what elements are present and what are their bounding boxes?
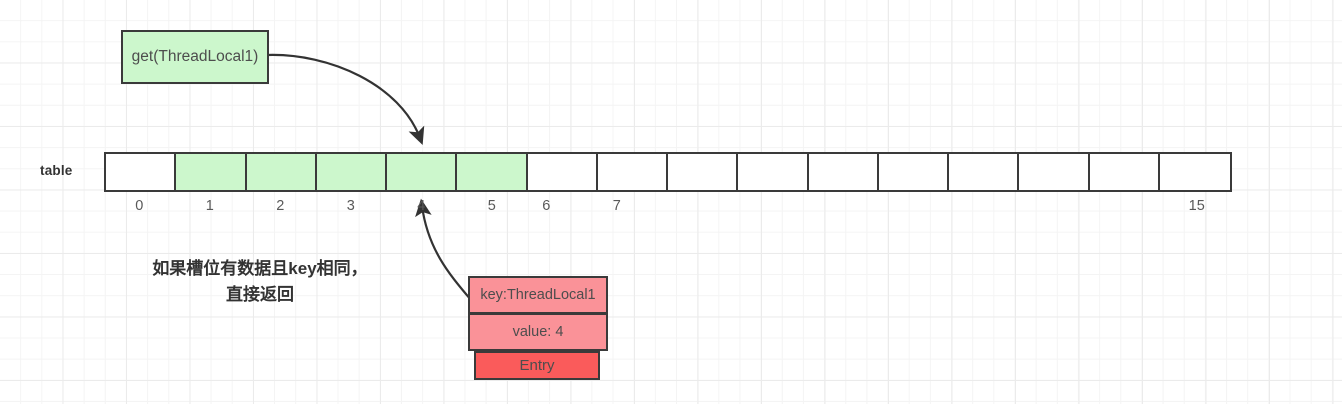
table-index-label-0: 0 [135,198,144,214]
table-slot-13[interactable] [1019,154,1090,190]
table-index-label-1: 1 [205,198,214,214]
table-slot-10[interactable] [808,154,879,190]
table-slot-15[interactable] [1159,154,1230,190]
table-index-label-5: 5 [487,198,496,214]
entry-value-label: value: 4 [512,323,564,340]
table-index-label-7: 7 [612,198,621,214]
table-slot-2[interactable] [246,154,317,190]
entry-key-box[interactable]: key:ThreadLocal1 [468,276,608,314]
table-index-label-6: 6 [542,198,551,214]
arrow-entry-to-slot4 [415,198,472,301]
table-slot-7[interactable] [597,154,668,190]
table-slot-1[interactable] [176,154,247,190]
entry-key-label: key:ThreadLocal1 [480,286,596,303]
entry-type-box[interactable]: Entry [474,351,600,380]
table-slot-9[interactable] [738,154,809,190]
table-slot-0[interactable] [106,154,177,190]
note-line-2: 直接返回 [226,284,294,304]
table-index-label-15: 15 [1188,198,1205,214]
table-index-label-2: 2 [276,198,285,214]
table-slot-3[interactable] [316,154,387,190]
table-slot-11[interactable] [878,154,949,190]
note-line-1: 如果槽位有数据且key相同， [152,259,368,278]
table-slot-6[interactable] [527,154,598,190]
arrow-call-to-slot4 [266,53,425,145]
get-call-box[interactable]: get(ThreadLocal1) [121,30,269,84]
table-label: table [40,163,73,178]
table-slot-5[interactable] [457,154,528,190]
explanation-note: 如果槽位有数据且key相同， 直接返回 [110,256,410,307]
table-slots [104,152,1232,192]
table-index-label-4: 4 [417,198,426,214]
get-call-label: get(ThreadLocal1) [131,48,259,66]
entry-type-label: Entry [519,356,555,374]
table-slot-4[interactable] [387,154,458,190]
table-slot-12[interactable] [949,154,1020,190]
entry-value-box[interactable]: value: 4 [468,313,608,351]
table-slot-8[interactable] [668,154,739,190]
table-index-label-3: 3 [346,198,355,214]
table-slot-14[interactable] [1089,154,1160,190]
